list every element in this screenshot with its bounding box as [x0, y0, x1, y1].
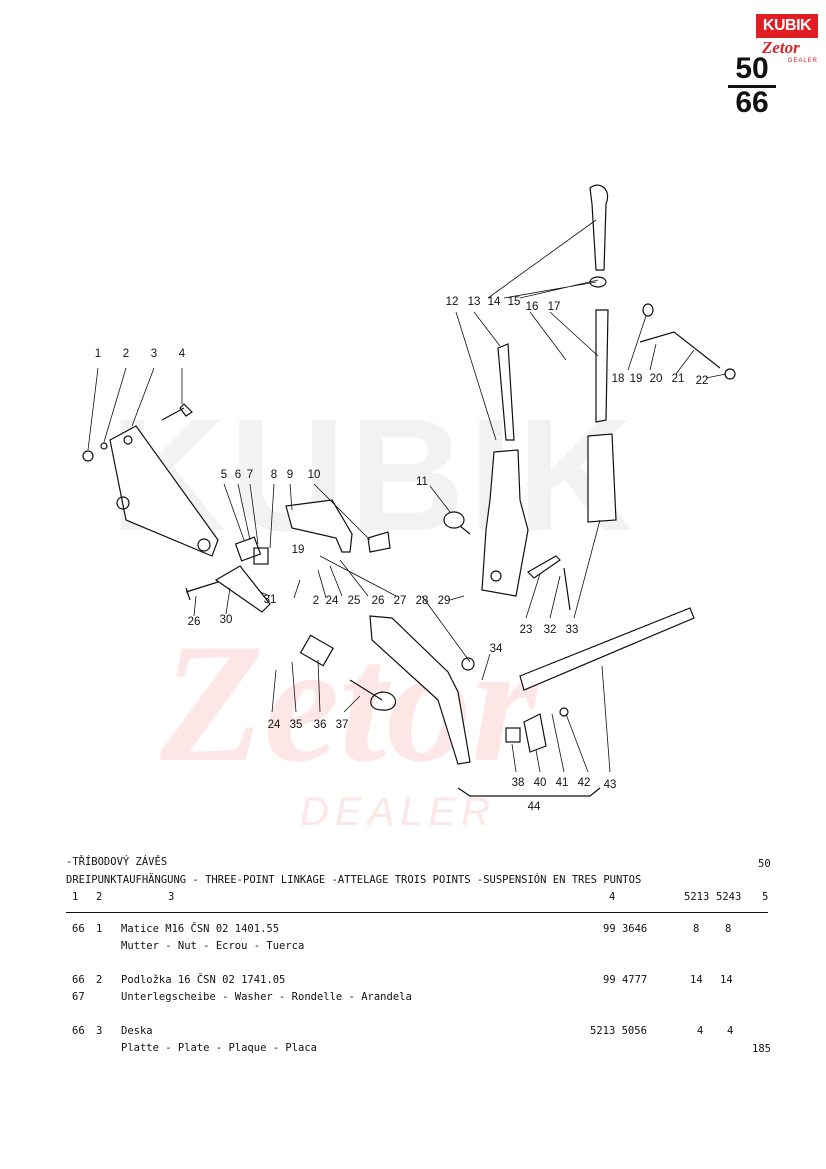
callout-number: 2 [313, 595, 319, 607]
callout-number: 9 [287, 469, 293, 481]
callout-number: 17 [548, 301, 561, 313]
page-footer-number: 185 [752, 1043, 771, 1055]
row-part-no: 99 4777 [603, 974, 648, 986]
part-upper-link [497, 343, 515, 441]
callout-number: 35 [290, 719, 303, 731]
row-qty-5243: 4 [727, 1025, 734, 1037]
callout-number: 38 [512, 777, 525, 789]
callout-number: 19 [292, 544, 305, 556]
row-pos: 1 [96, 923, 103, 935]
callout-number: 11 [416, 476, 428, 488]
callout-number: 12 [446, 296, 459, 308]
part-lower-link-left [369, 615, 471, 765]
row-page: 66 [72, 974, 85, 986]
callout-number: 22 [696, 375, 709, 387]
part-plate [109, 425, 219, 557]
callout-number: 3 [151, 348, 157, 360]
callout-number: 28 [416, 595, 429, 607]
part-lower-link-right [519, 607, 695, 691]
row-page: 66 [72, 923, 85, 935]
callout-number: 41 [556, 777, 569, 789]
callout-number: 26 [188, 616, 201, 628]
callout-number: 14 [488, 296, 501, 308]
row-pos: 3 [96, 1025, 103, 1037]
callout-number: 8 [271, 469, 277, 481]
col-header-4: 4 [609, 891, 616, 903]
watermark-dealer: DEALER [300, 790, 496, 834]
kubik-zetor-logo: KUBIK Zetor DEALER [756, 14, 818, 68]
callout-number: 37 [336, 719, 349, 731]
callout-number: 26 [372, 595, 385, 607]
callout-number: 5 [221, 469, 227, 481]
part-lift-rod [589, 184, 609, 271]
callout-number: 15 [508, 296, 521, 308]
row-part-no: 99 3646 [603, 923, 648, 935]
row-desc: Unterlegscheibe - Washer - Rondelle - Ar… [121, 991, 412, 1003]
logo-zetor-text: Zetor [762, 38, 800, 57]
row-qty-5243: 14 [720, 974, 733, 986]
callout-number: 4 [179, 348, 186, 360]
callout-number: 34 [490, 643, 503, 655]
callout-number: 24 [326, 595, 339, 607]
part-lever [214, 565, 271, 613]
callout-number: 13 [468, 296, 481, 308]
callout-number: 43 [604, 779, 617, 791]
callout-number: 6 [235, 469, 241, 481]
col-header-2: 2 [96, 891, 103, 903]
row-desc: Platte - Plate - Plaque - Placa [121, 1042, 317, 1054]
row-name: Deska [121, 1025, 153, 1037]
callout-number: 19 [630, 373, 643, 385]
col-header-3: 3 [168, 891, 175, 903]
section-number: 50 [728, 54, 776, 88]
callout-number: 24 [268, 719, 281, 731]
callout-number: 32 [544, 624, 557, 636]
row-name: Podložka 16 ČSN 02 1741.05 [121, 974, 286, 986]
col-header-5243: 5243 [716, 891, 742, 903]
col-header-5: 5 [762, 891, 769, 903]
callout-number: 7 [247, 469, 253, 481]
page-number-block: 50 66 [728, 54, 776, 118]
callout-number: 27 [394, 595, 407, 607]
page-number: 66 [735, 86, 769, 119]
row-qty-5213: 8 [693, 923, 700, 935]
row-name: Matice M16 ČSN 02 1401.55 [121, 923, 280, 935]
section-no: 50 [758, 858, 771, 870]
callout-number: 42 [578, 777, 591, 789]
row-pos: 2 [96, 974, 103, 986]
row-qty-5213: 14 [690, 974, 703, 986]
callout-number: 16 [526, 301, 539, 313]
header-separator [66, 912, 768, 913]
callout-number: 25 [348, 595, 361, 607]
callout-number: 1 [95, 348, 101, 360]
logo-kubik-text: KUBIK [756, 14, 818, 38]
col-header-1: 1 [72, 891, 79, 903]
callout-number: 36 [314, 719, 327, 731]
row-desc: Mutter - Nut - Ecrou - Tuerca [121, 940, 305, 952]
col-header-5213: 5213 [684, 891, 710, 903]
row-part-no: 5213 5056 [590, 1025, 647, 1037]
row-qty-5213: 4 [697, 1025, 704, 1037]
callout-number: 40 [534, 777, 547, 789]
callout-number: 21 [672, 373, 685, 385]
callout-number: 31 [264, 594, 277, 606]
title-multilingual: DREIPUNKTAUFHÄNGUNG - THREE-POINT LINKAG… [66, 874, 642, 886]
row-qty-5243: 8 [725, 923, 732, 935]
watermark-zetor: Zetor [159, 609, 540, 797]
part-bolt [161, 403, 193, 421]
row-page: 66 [72, 1025, 85, 1037]
callout-number: 23 [520, 624, 533, 636]
title-cz: -TŘÍBODOVÝ ZÁVĚS [66, 856, 168, 868]
callout-number: 33 [566, 624, 579, 636]
callout-number: 30 [220, 614, 233, 626]
callout-number: 18 [612, 373, 625, 385]
callout-number: 29 [438, 595, 451, 607]
callout-number: 44 [528, 801, 541, 813]
part-nut [82, 450, 94, 462]
callout-number: 2 [123, 348, 129, 360]
callout-number: 10 [308, 469, 321, 481]
logo-dealer-text: DEALER [787, 58, 818, 64]
row-page-cont: 67 [72, 991, 85, 1003]
callout-number: 20 [650, 373, 663, 385]
